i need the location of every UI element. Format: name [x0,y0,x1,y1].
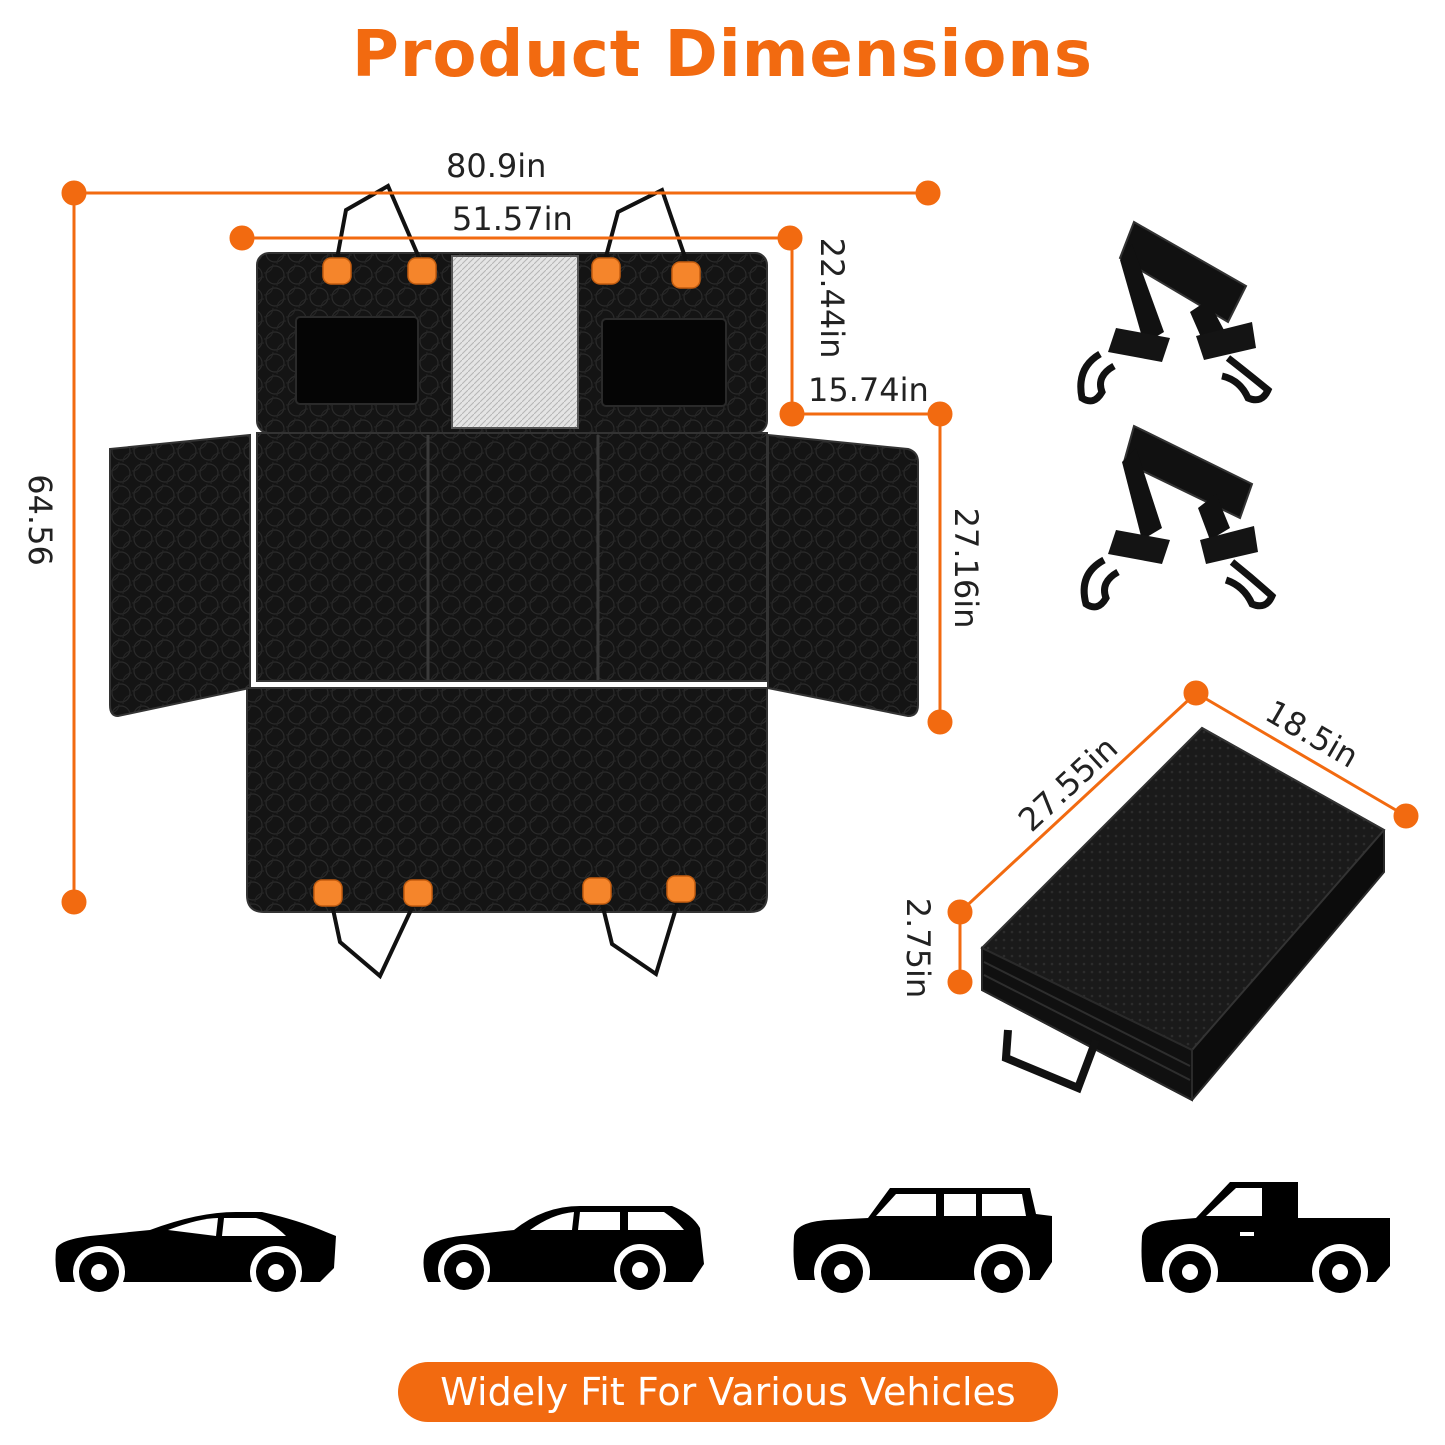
side-flap-left [109,433,251,718]
page-title: Product Dimensions [352,18,1093,92]
total-length-label: 64.56 [21,474,59,566]
side-flap-right [767,433,919,718]
vehicle-fit-banner: Widely Fit For Various Vehicles [398,1362,1058,1422]
side-flap-width-label: 15.74in [808,371,929,409]
suv-icon [793,1188,1052,1300]
storage-pocket-right [601,318,727,407]
seat-cover-unfolded [109,183,919,980]
sedan-icon [55,1212,336,1298]
folded-thickness-label: 2.75in [899,897,937,999]
strap-with-hooks-icon [1077,220,1273,405]
carry-handle [1001,1029,1100,1094]
seat-anchor-icons [313,257,701,907]
back-height-label: 22.44in [813,237,851,359]
back-width-label: 51.57in [452,200,573,238]
wagon-icon [423,1206,704,1296]
dimension-lines [61,180,1419,995]
pickup-truck-icon [1141,1182,1390,1300]
storage-pocket-left [295,316,419,405]
side-flap-height-label: 27.16in [947,507,985,629]
strap-with-hooks-icon [1080,424,1277,611]
seat-cover-folded [980,726,1386,1102]
total-width-label: 80.9in [446,147,547,185]
mesh-window [451,255,579,429]
